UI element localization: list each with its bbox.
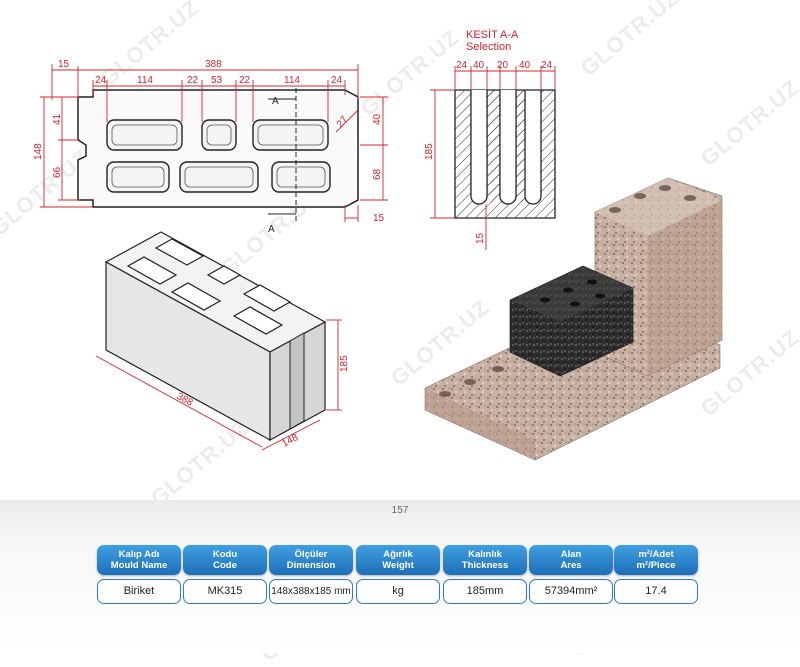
section-mark: A <box>272 96 279 107</box>
dim-seg: 114 <box>137 75 153 86</box>
section-seg: 20 <box>497 60 509 71</box>
section-bottom: 15 <box>475 232 486 244</box>
dim-right-top: 40 <box>372 113 383 125</box>
cavity <box>252 119 329 151</box>
section-height: 185 <box>424 143 435 160</box>
cavity <box>106 161 170 193</box>
section-seg: 24 <box>456 60 468 71</box>
header-m2-piece: m²/Adet m²/Piece <box>614 545 698 575</box>
header-code: Kodu Code <box>183 545 267 575</box>
technical-drawing: A A <box>33 28 723 461</box>
section-view: KESİT A-A Selection 24 40 20 40 24 185 1… <box>424 28 556 250</box>
header-line: Code <box>213 560 237 571</box>
dim-seg: 22 <box>187 75 199 86</box>
value-code: MK315 <box>183 579 267 604</box>
cavity <box>271 161 331 193</box>
header-area: Alan Ares <box>529 545 613 575</box>
dim-right-bottom: 68 <box>372 168 383 180</box>
dim-seg: 22 <box>239 75 251 86</box>
footer-band <box>0 500 800 653</box>
section-seg: 24 <box>541 60 553 71</box>
header-line: Kalınlık <box>468 549 502 560</box>
dim-left-offset: 15 <box>58 59 70 70</box>
header-dimension: Ölçüler Dimension <box>269 545 353 575</box>
value-m2-piece: 17.4 <box>614 579 698 604</box>
header-line: Dimension <box>286 560 336 571</box>
header-line: Mould Name <box>110 560 168 571</box>
header-line: Ares <box>560 560 582 571</box>
value-area: 57394mm² <box>529 579 613 604</box>
iso-width: 148 <box>280 432 300 450</box>
value-mould-name: Biriket <box>97 579 181 604</box>
isometric-block: 388 148 185 <box>95 231 350 451</box>
dim-height-top: 41 <box>52 113 63 125</box>
header-line: m²/Adet <box>638 549 674 560</box>
header-line: Ağırlık <box>383 549 413 560</box>
section-seg: 40 <box>519 60 531 71</box>
dim-seg: 24 <box>95 75 107 86</box>
wall-render <box>424 177 723 461</box>
header-line: Alan <box>560 549 582 560</box>
value-thickness: 185mm <box>443 579 527 604</box>
dim-seg: 53 <box>211 75 223 86</box>
dim-bottom-offset: 15 <box>373 213 385 224</box>
section-title: KESİT A-A <box>466 28 519 41</box>
header-line: Weight <box>382 560 414 571</box>
dim-overall-length: 388 <box>205 59 222 70</box>
section-subtitle: Selection <box>466 41 511 53</box>
dim-seg: 114 <box>284 75 300 86</box>
header-mould-name: Kalıp Adı Mould Name <box>97 545 181 575</box>
page-number: 157 <box>391 505 409 516</box>
header-line: Thickness <box>461 560 509 571</box>
value-weight: kg <box>356 579 440 604</box>
value-dimension: 148x388x185 mm <box>269 579 353 604</box>
dim-height-bottom: 66 <box>52 166 63 178</box>
header-line: m²/Piece <box>636 560 676 571</box>
header-line: Ölçüler <box>294 549 328 560</box>
header-line: Kodu <box>212 549 238 560</box>
plan-view: A A <box>33 59 388 235</box>
section-mark: A <box>268 224 275 235</box>
section-seg: 40 <box>473 60 485 71</box>
iso-height: 185 <box>339 355 350 372</box>
dim-seg: 24 <box>331 75 343 86</box>
header-weight: Ağırlık Weight <box>356 545 440 575</box>
header-line: Kalıp Adı <box>118 549 160 560</box>
header-thickness: Kalınlık Thickness <box>443 545 527 575</box>
cavity <box>179 161 259 193</box>
cavity <box>106 119 183 151</box>
cavity <box>201 119 237 151</box>
dim-height-total: 148 <box>33 143 44 160</box>
